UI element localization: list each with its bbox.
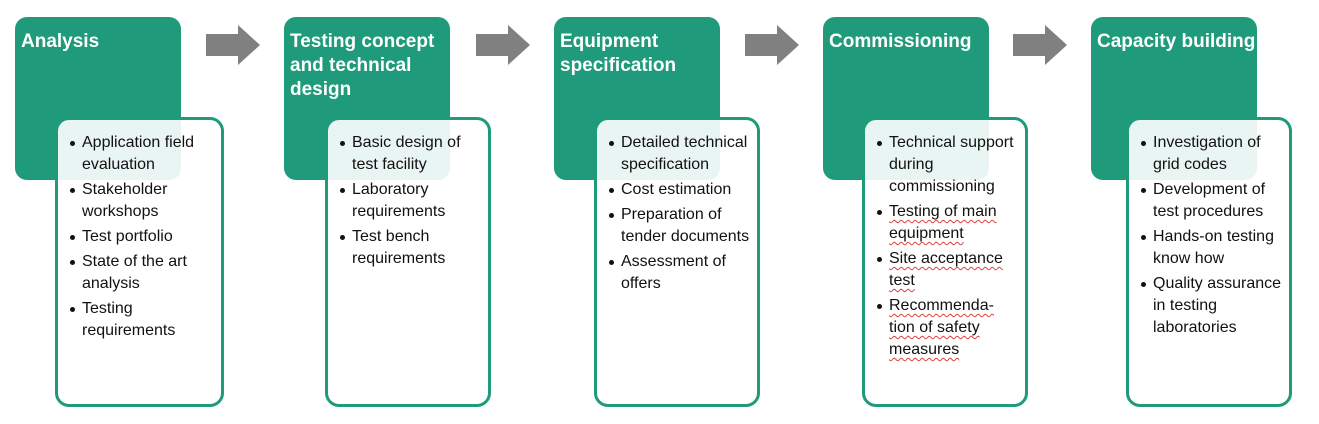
list-item: Development of test procedures <box>1141 179 1283 223</box>
list-item: Site acceptance test <box>877 248 1019 292</box>
list-item: Technical support during commissioning <box>877 132 1019 198</box>
stage-card: Technical support during commissioning T… <box>862 117 1028 407</box>
list-item: Quality assurance in testing laboratorie… <box>1141 273 1283 339</box>
list-item: Recommenda-tion of safety measures <box>877 295 1019 361</box>
list-item: Laboratory requirements <box>340 179 482 223</box>
arrow-right-icon <box>476 25 530 65</box>
list-item: State of the art analysis <box>70 251 215 295</box>
list-item: Cost estimation <box>609 179 751 201</box>
list-item: Testing of main equipment <box>877 201 1019 245</box>
list-item: Application field evaluation <box>70 132 215 176</box>
list-item: Basic design of test facility <box>340 132 482 176</box>
list-item: Testing requirements <box>70 298 215 342</box>
list-item: Stakeholder workshops <box>70 179 215 223</box>
list-item: Investigation of grid codes <box>1141 132 1283 176</box>
list-item: Test bench requirements <box>340 226 482 270</box>
list-item: Detailed technical specification <box>609 132 751 176</box>
arrow-right-icon <box>1013 25 1067 65</box>
stage-card: Application field evaluation Stakeholder… <box>55 117 224 407</box>
list-item: Preparation of tender documents <box>609 204 751 248</box>
list-item: Hands-on testing know how <box>1141 226 1283 270</box>
arrow-right-icon <box>206 25 260 65</box>
list-item: Test portfolio <box>70 226 215 248</box>
stage-card: Investigation of grid codes Development … <box>1126 117 1292 407</box>
list-item: Assessment of offers <box>609 251 751 295</box>
stage-card: Basic design of test facility Laboratory… <box>325 117 491 407</box>
stage-card: Detailed technical specification Cost es… <box>594 117 760 407</box>
arrow-right-icon <box>745 25 799 65</box>
